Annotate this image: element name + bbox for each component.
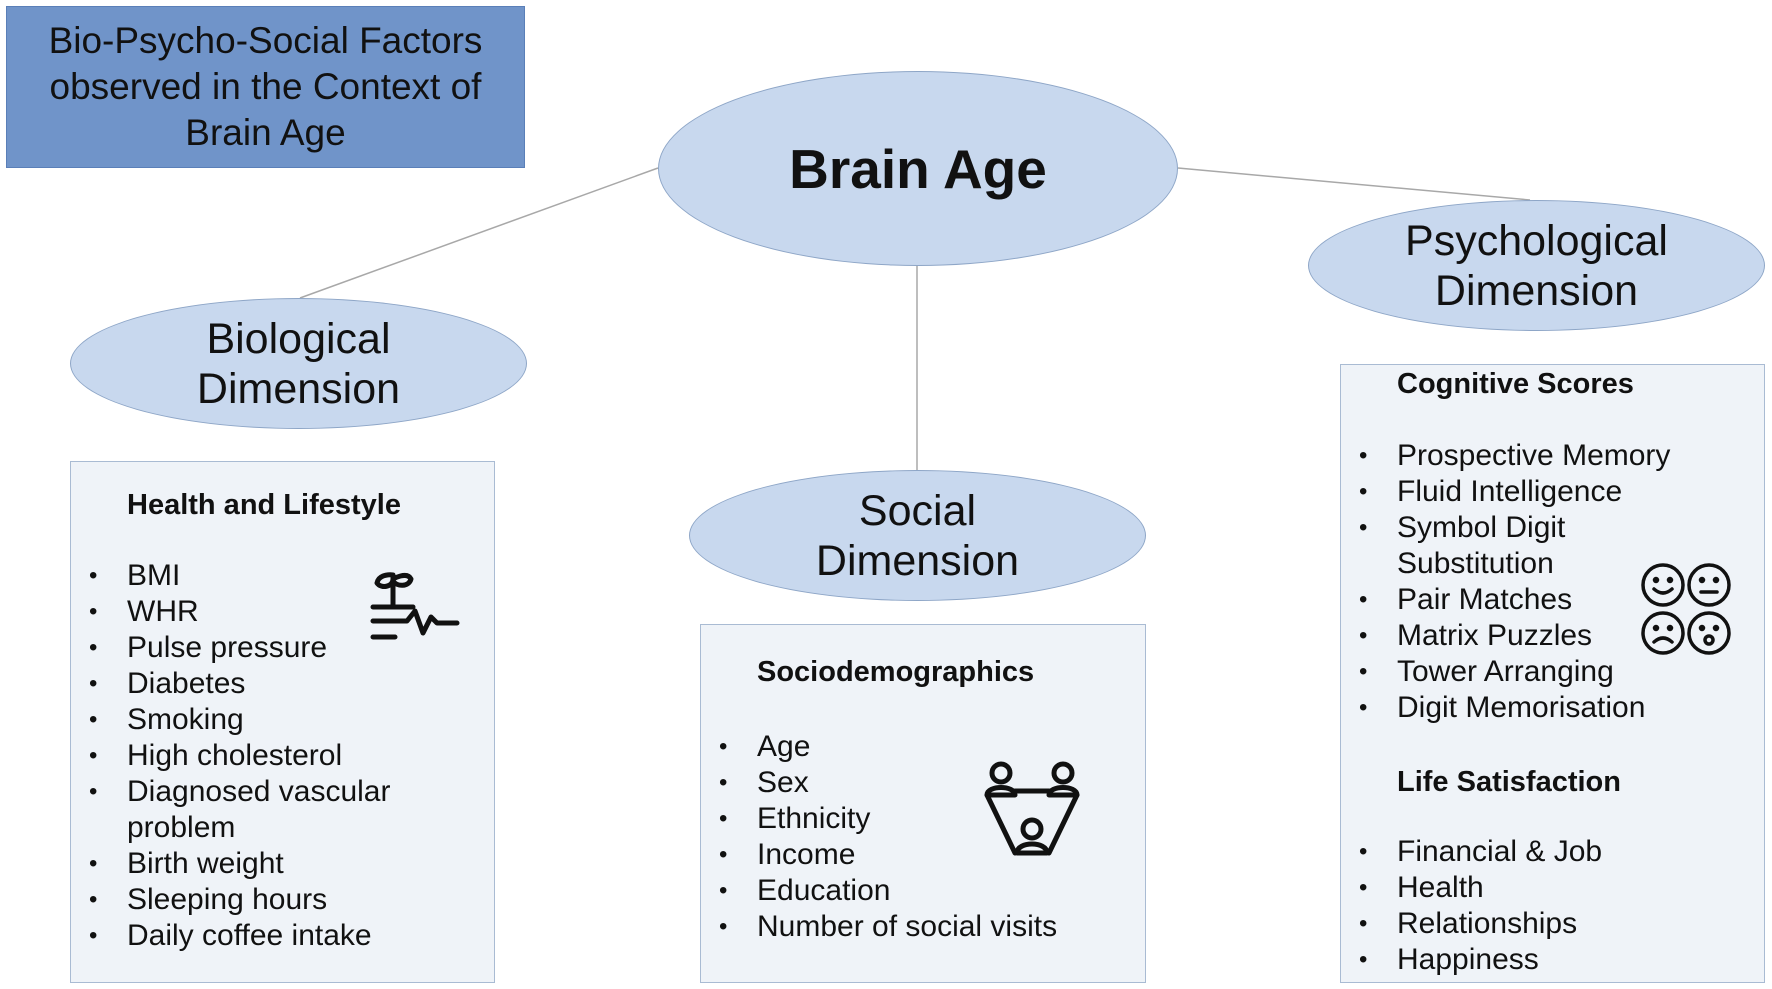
life-satisfaction-list: Financial & Job Health Relationships Hap…	[1359, 834, 1602, 978]
list-item: High cholesterol	[89, 738, 390, 774]
diagram-title-text: Bio-Psycho-Social Factors observed in th…	[48, 20, 483, 153]
list-item: Diagnosed vascular problem	[89, 774, 391, 846]
psychological-panel: Cognitive Scores Prospective Memory Flui…	[1340, 364, 1765, 983]
social-dimension-label: Social Dimension	[815, 486, 1020, 585]
list-item: WHR	[89, 594, 390, 630]
list-item: BMI	[89, 558, 390, 594]
health-lifestyle-heading: Health and Lifestyle	[127, 489, 401, 521]
list-item: Matrix Puzzles	[1359, 618, 1670, 654]
brain-age-node: Brain Age	[658, 71, 1178, 266]
list-item: Birth weight	[89, 846, 390, 882]
social-panel: Sociodemographics Age Sex Ethnicity Inco…	[700, 624, 1146, 983]
brain-age-label: Brain Age	[789, 137, 1047, 200]
psychological-dimension-node: Psychological Dimension	[1308, 200, 1765, 331]
emotion-faces-icon	[1641, 563, 1731, 655]
link-psychological	[1177, 167, 1531, 201]
life-satisfaction-heading: Life Satisfaction	[1397, 766, 1621, 798]
list-item: Smoking	[89, 702, 390, 738]
sociodemographics-list: Age Sex Ethnicity Income Education Numbe…	[719, 729, 1057, 945]
list-item: Fluid Intelligence	[1359, 474, 1670, 510]
biological-dimension-node: Biological Dimension	[70, 298, 527, 429]
biological-panel: Health and Lifestyle BMI WHR Pulse press…	[70, 461, 495, 983]
list-item: Education	[719, 873, 1057, 909]
psychological-dimension-label: Psychological Dimension	[1405, 216, 1668, 315]
list-item: Digit Memorisation	[1359, 690, 1670, 726]
list-item: Age	[719, 729, 1057, 765]
list-item: Happiness	[1359, 942, 1602, 978]
list-item: Financial & Job	[1359, 834, 1602, 870]
list-item: Symbol Digit Substitution	[1359, 510, 1670, 582]
social-network-icon	[984, 761, 1080, 856]
list-item: Pulse pressure	[89, 630, 390, 666]
biological-dimension-label: Biological Dimension	[196, 314, 401, 413]
cognitive-scores-heading: Cognitive Scores	[1397, 368, 1634, 400]
cognitive-scores-list: Prospective Memory Fluid Intelligence Sy…	[1359, 438, 1670, 726]
link-biological	[299, 167, 659, 299]
list-item: Sleeping hours	[89, 882, 390, 918]
sociodemographics-heading: Sociodemographics	[757, 656, 1035, 688]
list-item: Daily coffee intake	[89, 918, 390, 954]
social-dimension-node: Social Dimension	[689, 470, 1146, 601]
list-item: Number of social visits	[719, 909, 1057, 945]
list-item: Relationships	[1359, 906, 1602, 942]
diagram-title: Bio-Psycho-Social Factors observed in th…	[6, 6, 525, 168]
list-item: Income	[719, 837, 1057, 873]
list-item: Tower Arranging	[1359, 654, 1670, 690]
list-item: Prospective Memory	[1359, 438, 1670, 474]
health-lifestyle-list: BMI WHR Pulse pressure Diabetes Smoking …	[89, 558, 391, 954]
list-item: Health	[1359, 870, 1602, 906]
list-item: Diabetes	[89, 666, 390, 702]
list-item: Ethnicity	[719, 801, 1057, 837]
plant-pulse-icon	[370, 572, 460, 640]
list-item: Pair Matches	[1359, 582, 1670, 618]
list-item: Sex	[719, 765, 1057, 801]
